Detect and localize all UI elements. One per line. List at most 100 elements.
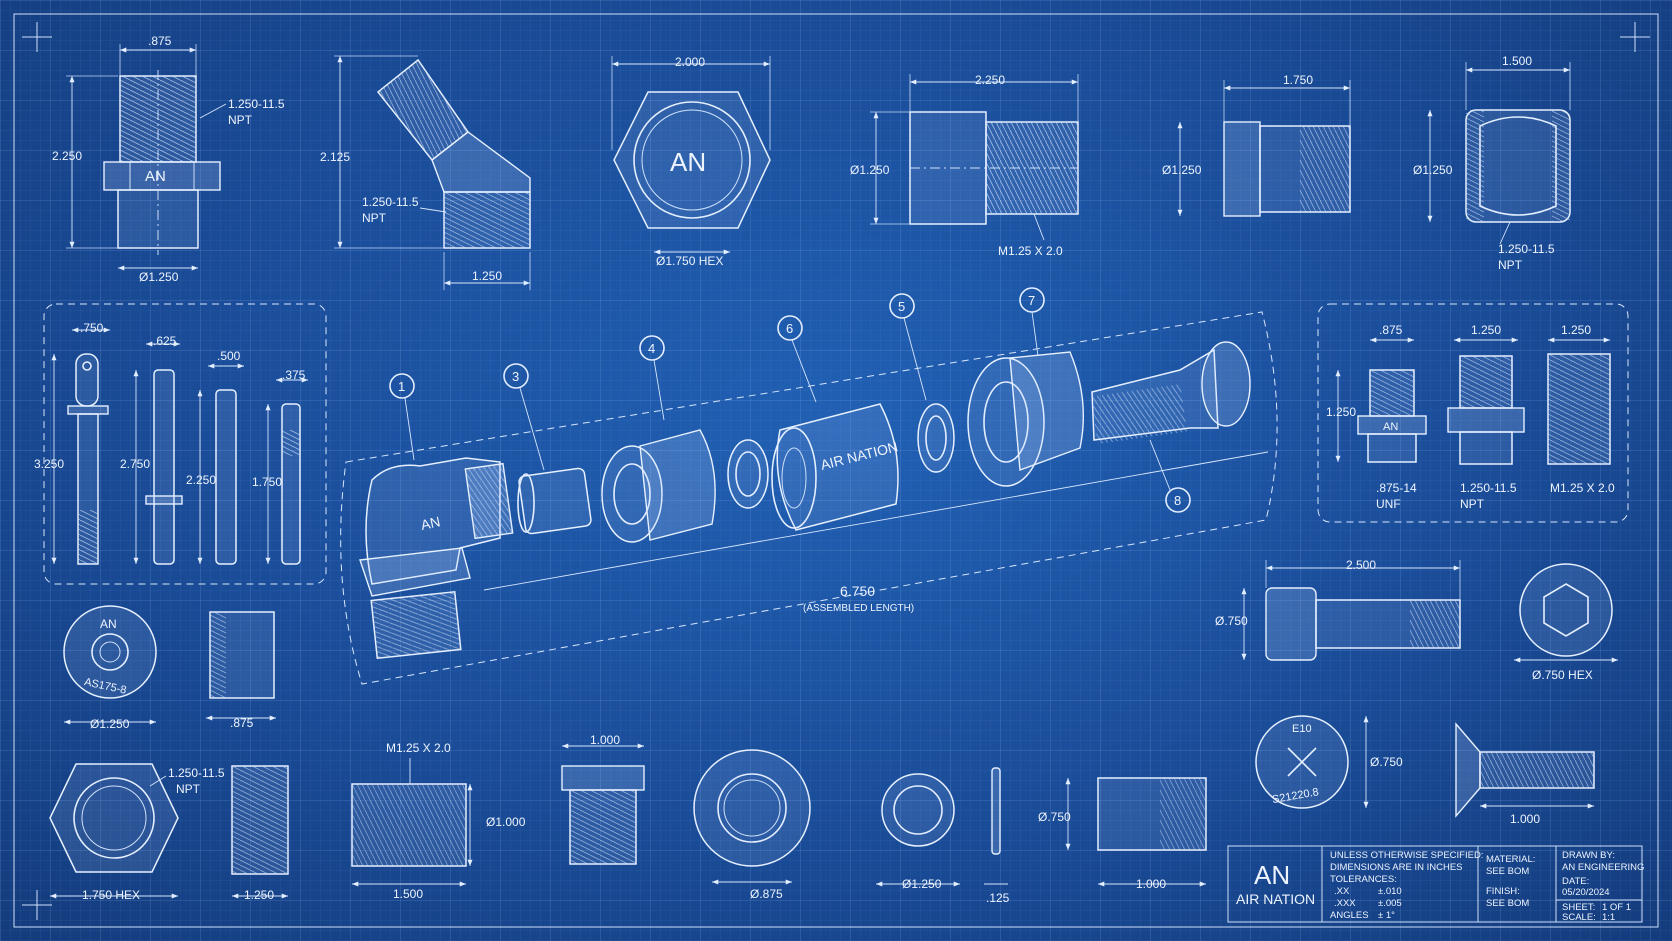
hex-nut-face-drawing <box>611 56 771 255</box>
material-val: SEE BOM <box>1486 866 1529 877</box>
sleeve-length: 1.750 <box>1283 73 1313 87</box>
nipple1-thread-type: UNF <box>1376 497 1401 511</box>
screw-head-diameter: Ø.750 <box>1370 755 1403 769</box>
angles-val: ± 1° <box>1378 910 1395 921</box>
sheet-val: 1 OF 1 <box>1602 902 1631 913</box>
scale-val: 1:1 <box>1602 912 1615 923</box>
elbow45-width: 1.250 <box>472 269 502 283</box>
pin1-width: .750 <box>80 321 104 335</box>
nipple1-width: .875 <box>1379 323 1403 337</box>
union-thread: 1.250-11.5 <box>1498 242 1555 256</box>
washer-diameter: Ø1.250 <box>902 877 942 891</box>
assembly-callouts: 1 3 4 6 5 7 8 <box>389 287 1191 513</box>
tol-xx-val: ±.010 <box>1378 886 1402 897</box>
hexnut-bl-side: 1.250 <box>244 888 274 902</box>
callout-3: 3 <box>512 369 519 384</box>
date-val: 05/20/2024 <box>1562 887 1610 898</box>
callout-4: 4 <box>648 341 655 356</box>
elbow45-thread: 1.250-11.5 <box>362 195 419 209</box>
sheet-label: SHEET: <box>1562 902 1595 913</box>
assembly-length-note: (ASSEMBLED LENGTH) <box>803 603 914 614</box>
hexnut-width: 2.000 <box>675 55 705 69</box>
elbow45-thread-type: NPT <box>362 211 387 225</box>
fitting1-diameter: Ø1.250 <box>139 270 179 284</box>
sleeve2-diameter: Ø.750 <box>1038 810 1071 824</box>
elbow45-height: 2.125 <box>320 150 350 164</box>
material-label: MATERIAL: <box>1486 854 1535 865</box>
coupling-length: 1.500 <box>393 887 423 901</box>
hexnut-bl-thread: 1.250-11.5 <box>168 766 225 780</box>
nipple3-width: 1.250 <box>1561 323 1591 337</box>
exploded-assembly-drawing <box>340 311 1278 685</box>
nipple2-thread: 1.250-11.5 <box>1460 481 1517 495</box>
hexnut-bl-thread-type: NPT <box>176 782 201 796</box>
fitting1-thread: 1.250-11.5 <box>228 97 285 111</box>
fitting1-marking: AN <box>145 168 166 185</box>
finish-val: SEE BOM <box>1486 898 1529 909</box>
callout-6: 6 <box>786 321 793 336</box>
union-fitting-drawing <box>1427 62 1571 245</box>
nipple2-width: 1.250 <box>1471 323 1501 337</box>
date-label: DATE: <box>1562 876 1589 887</box>
nipple1-thread: .875-14 <box>1376 481 1417 495</box>
tol-xxx: .XXX <box>1334 898 1356 909</box>
threaded-sleeve-drawing <box>1177 80 1351 217</box>
pin4-height: 1.750 <box>252 475 282 489</box>
bolt-length: 2.500 <box>1346 558 1376 572</box>
cap-marking-top: AN <box>100 617 117 631</box>
nipple2-thread-type: NPT <box>1460 497 1485 511</box>
sleeve-diameter: Ø1.250 <box>1162 163 1202 177</box>
adapter-diameter: Ø1.250 <box>850 163 890 177</box>
coupling-diameter: Ø1.000 <box>486 815 526 829</box>
bottom-row-parts-drawing <box>351 715 1595 887</box>
pin2-height: 2.750 <box>120 457 150 471</box>
fitting1-width: .875 <box>148 34 172 48</box>
union-thread-type: NPT <box>1498 258 1523 272</box>
sleeve2-length: 1.000 <box>1136 877 1166 891</box>
title-company: AIR NATION <box>1236 891 1315 907</box>
hexnut-marking: AN <box>670 147 706 177</box>
bolt-drawing <box>1241 560 1618 663</box>
elbow-marking: AN <box>419 513 441 533</box>
fitting1-height: 2.250 <box>52 149 82 163</box>
nipple-height: 1.250 <box>1326 405 1356 419</box>
nipple3-thread: M1.25 X 2.0 <box>1550 481 1615 495</box>
pin4-width: .375 <box>282 368 306 382</box>
corner-crosshairs <box>22 22 1650 920</box>
tol-xx: .XX <box>1334 886 1350 897</box>
coupling-thread: M1.25 X 2.0 <box>386 741 451 755</box>
threaded-adapter-drawing <box>870 74 1079 241</box>
screw-head-top: E10 <box>1292 723 1312 735</box>
adapter-thread: M1.25 X 2.0 <box>998 244 1063 258</box>
nipples-panel <box>1317 303 1629 523</box>
pin3-width: .500 <box>217 349 241 363</box>
scale-label: SCALE: <box>1562 912 1596 923</box>
left-bottom-parts-drawing <box>49 605 289 899</box>
cap-diameter: Ø1.250 <box>90 717 130 731</box>
notes-units: DIMENSIONS ARE IN INCHES <box>1330 862 1463 873</box>
hexnut-hex: Ø1.750 HEX <box>656 254 723 268</box>
pin3-height: 2.250 <box>186 473 216 487</box>
union-diameter: Ø1.250 <box>1413 163 1453 177</box>
callout-5: 5 <box>898 299 905 314</box>
reducer-width: 1.000 <box>590 733 620 747</box>
union-length: 1.500 <box>1502 54 1532 68</box>
notes-heading: UNLESS OTHERWISE SPECIFIED: <box>1330 850 1483 861</box>
tolerances-label: TOLERANCES: <box>1330 874 1397 885</box>
bolt-diameter: Ø.750 <box>1215 614 1248 628</box>
nipples-drawing <box>1335 337 1611 465</box>
nipple-marking: AN <box>1383 421 1398 433</box>
finish-label: FINISH: <box>1486 886 1520 897</box>
elbow-45-drawing <box>334 55 531 290</box>
hexnut-bl-hex: 1.750 HEX <box>82 888 140 902</box>
countersunk-length: 1.000 <box>1510 812 1540 826</box>
title-logo: AN <box>1254 860 1290 890</box>
callout-7: 7 <box>1028 293 1035 308</box>
pins-drawing <box>51 327 308 565</box>
drawn-by-label: DRAWN BY: <box>1562 850 1615 861</box>
washer-thickness: .125 <box>986 891 1010 905</box>
tol-xxx-val: ±.005 <box>1378 898 1402 909</box>
title-block: AN AIR NATION UNLESS OTHERWISE SPECIFIED… <box>1227 845 1644 923</box>
